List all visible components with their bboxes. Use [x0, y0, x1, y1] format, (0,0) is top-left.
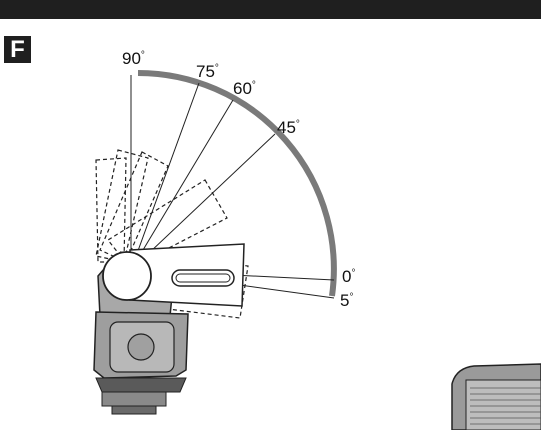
- label-5: 5°: [340, 291, 353, 310]
- second-flash-grille: [470, 387, 541, 425]
- hot-shoe-lock: [111, 405, 157, 415]
- flash-head: [102, 243, 245, 307]
- line-45: [130, 133, 276, 271]
- angle-range-arc: [137, 70, 337, 297]
- label-75: 75°: [196, 62, 219, 81]
- ghost-head-60: [99, 151, 169, 263]
- hot-shoe: [101, 391, 167, 407]
- ghost-head-45: [107, 179, 228, 269]
- section-letter-badge: F: [4, 36, 31, 63]
- flash-button: [127, 333, 155, 361]
- flash-head-slot-inner: [175, 273, 231, 283]
- flash-foot: [95, 377, 187, 393]
- flash-head-slot: [171, 269, 235, 287]
- label-60: 60°: [233, 79, 256, 98]
- pivot-knob: [102, 251, 152, 301]
- label-90: 90°: [122, 49, 145, 68]
- ghost-head-90: [95, 157, 127, 263]
- label-0: 0°: [342, 267, 355, 286]
- label-45: 45°: [277, 118, 300, 137]
- header-bar: [0, 0, 541, 19]
- second-flash-panel: [465, 379, 541, 430]
- line-75: [130, 82, 200, 271]
- second-flash-partial: [451, 363, 541, 430]
- line-60: [130, 99, 234, 271]
